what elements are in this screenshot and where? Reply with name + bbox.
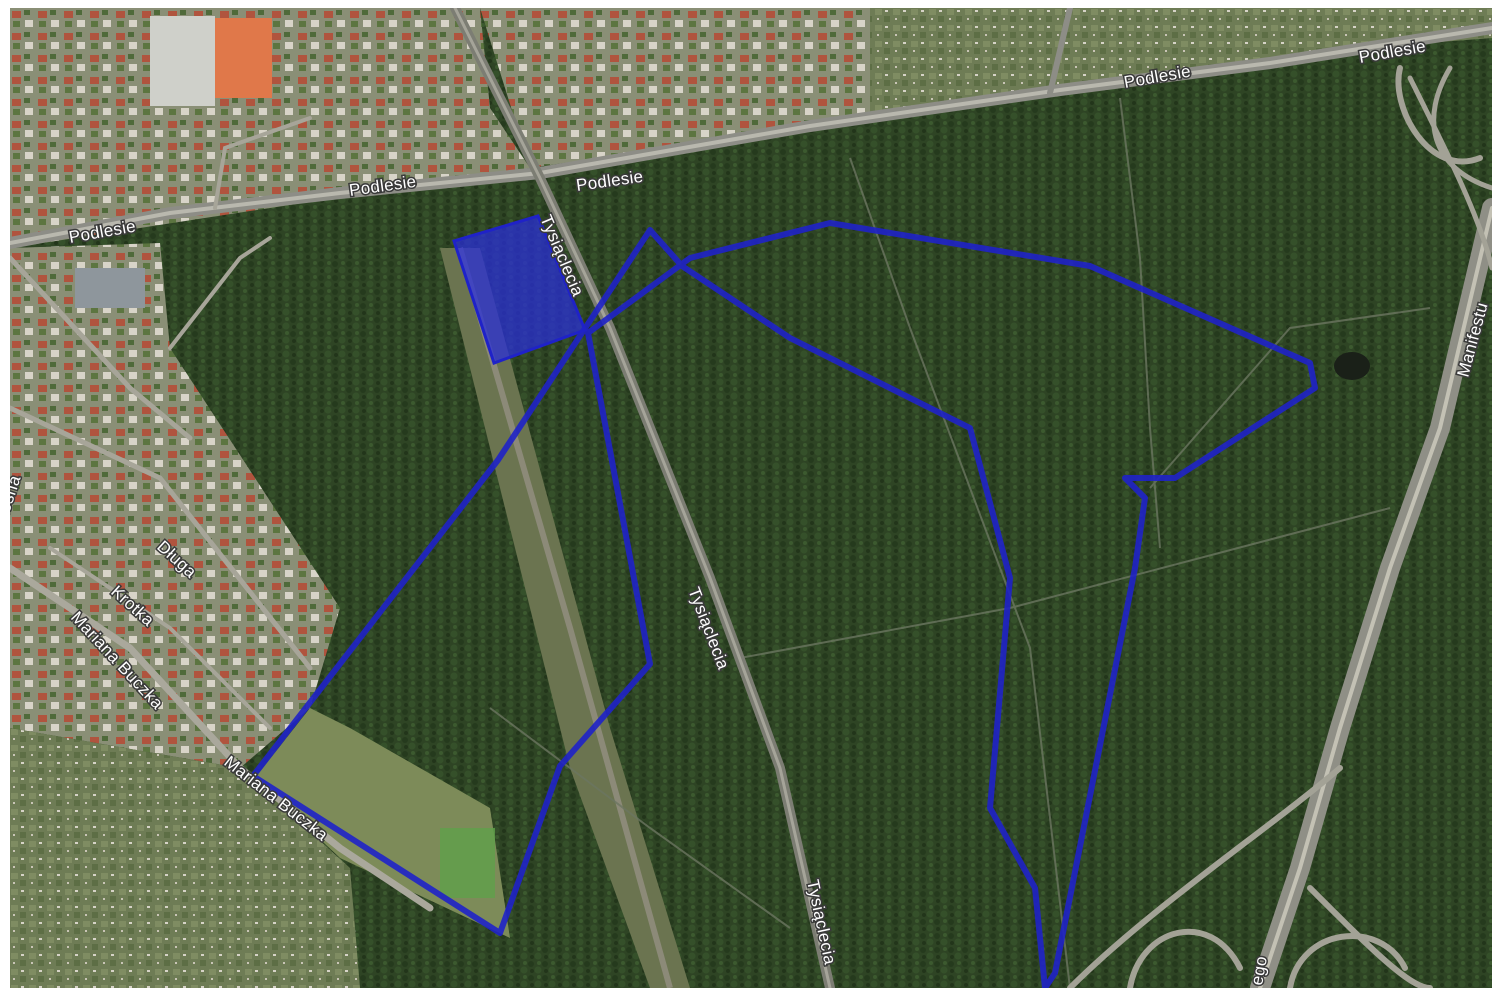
street-label-fragment: ego [1247,955,1271,987]
map-canvas[interactable]: Podlesie Podlesie Podlesie Podlesie Podl… [10,8,1492,988]
green-field [440,828,495,898]
route-path[interactable] [250,220,1318,988]
pond [1334,352,1370,380]
allotments-south-west [10,728,360,988]
roads [10,8,1492,988]
building-shed [75,268,145,308]
residential-west [10,243,340,768]
forest-paths [489,97,1431,988]
building-grey [150,16,215,106]
satellite-map[interactable]: Podlesie Podlesie Podlesie Podlesie Podl… [10,8,1492,988]
building-orange-roof [208,18,272,98]
railway-track [457,247,673,988]
